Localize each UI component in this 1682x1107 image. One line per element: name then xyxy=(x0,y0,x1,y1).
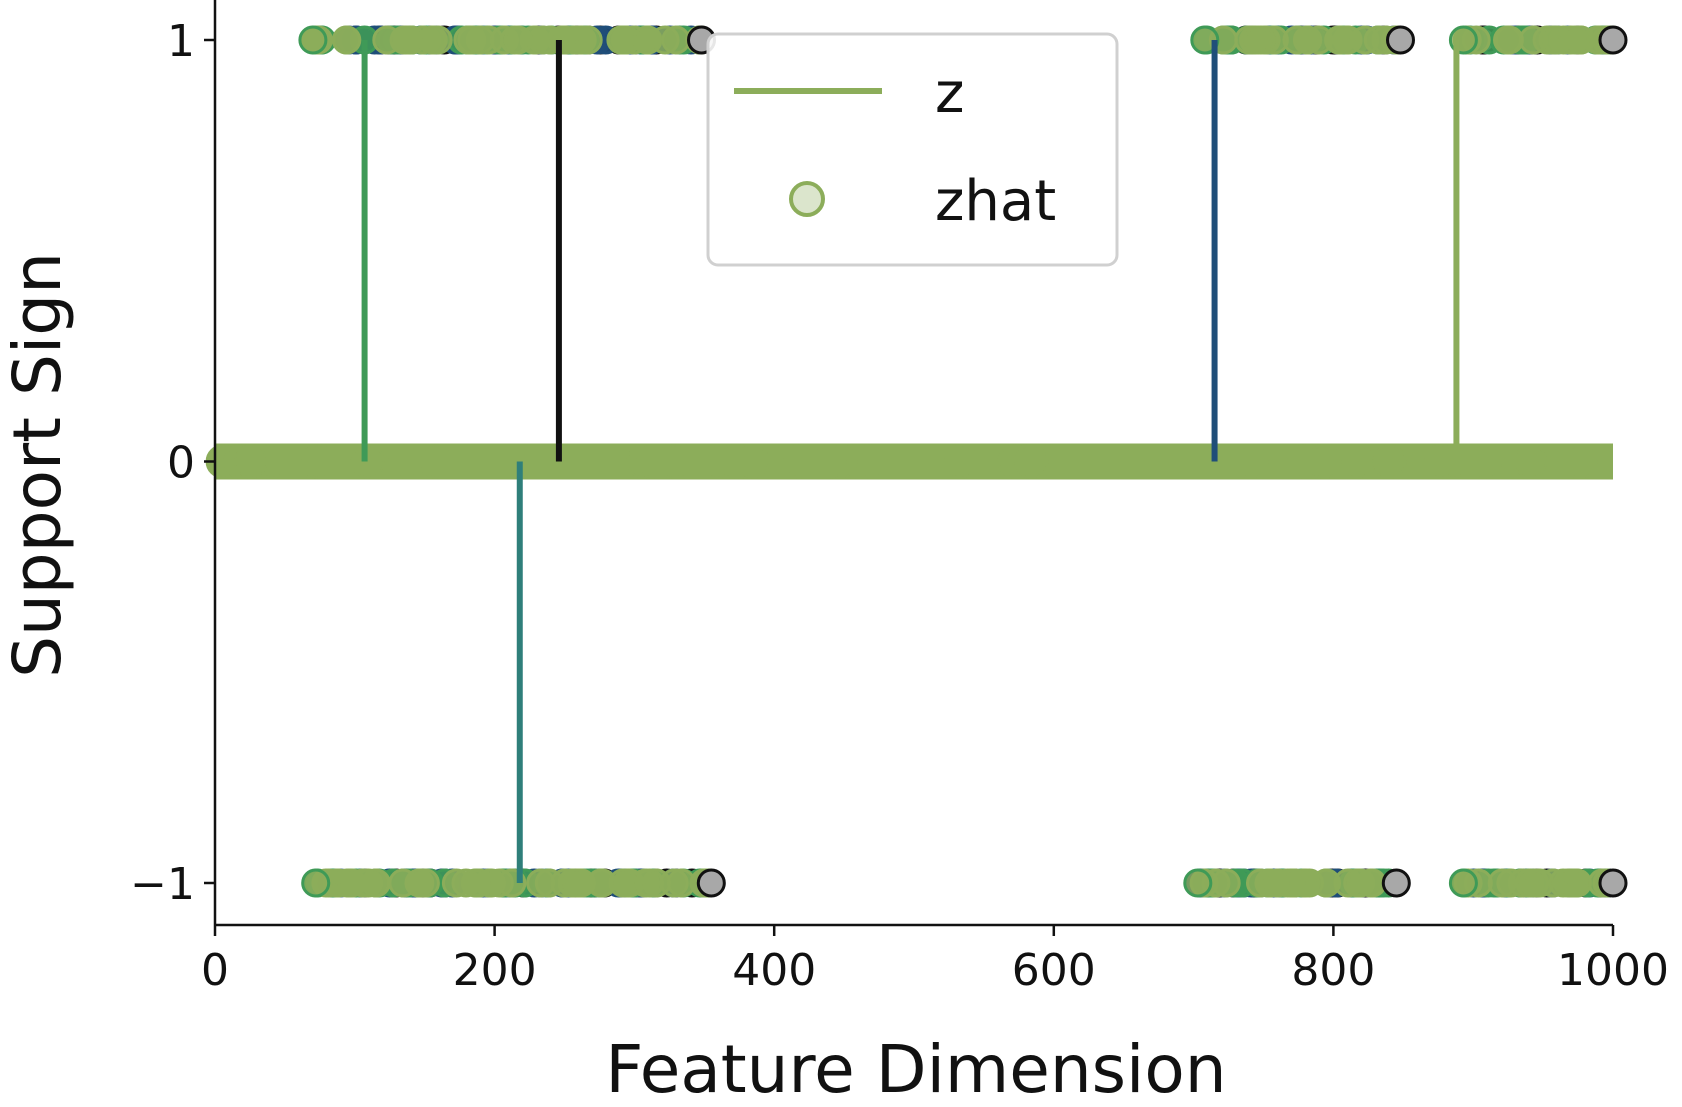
zhat-point xyxy=(301,444,336,479)
zhat-point xyxy=(1494,25,1524,55)
zhat-point xyxy=(587,868,617,898)
plot-area xyxy=(205,25,1628,898)
zhat-point xyxy=(418,444,453,479)
zhat-point xyxy=(642,868,671,898)
zhat-point xyxy=(1598,868,1628,898)
zhat-point xyxy=(562,868,592,898)
zhat-point xyxy=(1563,444,1598,479)
zhat-point xyxy=(1293,25,1323,55)
y-tick-label: 0 xyxy=(167,438,195,489)
zhat-point xyxy=(573,25,603,55)
zhat-point xyxy=(1234,444,1269,479)
zhat-point xyxy=(1448,868,1478,898)
zhat-point xyxy=(661,25,691,55)
zhat-point xyxy=(1386,25,1415,55)
zhat-point xyxy=(696,868,726,898)
zhat-point xyxy=(1190,25,1220,55)
zhat-point xyxy=(1346,868,1376,898)
zhat-point xyxy=(298,25,328,55)
zhat-point xyxy=(607,25,636,55)
zhat-point xyxy=(337,868,367,898)
zhat-point xyxy=(404,868,434,898)
zhat-point xyxy=(1183,868,1213,898)
zhat-point xyxy=(1307,444,1342,479)
y-tick-label: −1 xyxy=(130,859,195,910)
zhat-point xyxy=(699,444,734,479)
legend-zhat-label: zhat xyxy=(935,169,1056,234)
legend: z zhat xyxy=(706,32,1119,267)
zhat-point xyxy=(1324,25,1354,55)
zhat-point xyxy=(332,25,362,55)
y-axis-label: Support Sign xyxy=(0,252,76,678)
zhat-point xyxy=(301,868,331,898)
zhat-point xyxy=(1014,444,1049,479)
zhat-point xyxy=(1423,444,1458,479)
y-tick-label: 1 xyxy=(167,16,195,67)
zhat-point xyxy=(465,25,495,55)
zhat-point xyxy=(783,444,817,479)
zhat-point xyxy=(1532,25,1562,55)
zhat-point xyxy=(388,444,423,479)
zhat-point xyxy=(632,25,662,55)
x-tick-label: 400 xyxy=(732,945,816,996)
zhat-point xyxy=(1372,444,1407,479)
zhat-point xyxy=(1243,25,1273,55)
zhat-point xyxy=(1525,868,1555,898)
zhat-point xyxy=(350,444,385,479)
legend-zhat-marker-icon xyxy=(789,181,825,217)
x-tick-label: 800 xyxy=(1291,945,1375,996)
x-tick-label: 200 xyxy=(453,945,537,996)
zhat-point xyxy=(397,25,427,55)
x-tick-label: 1000 xyxy=(1557,945,1669,996)
zhat-point xyxy=(636,444,670,479)
zhat-point xyxy=(1381,868,1411,898)
zhat-point xyxy=(944,444,979,479)
zhat-point xyxy=(1211,868,1241,898)
zhat-point xyxy=(503,25,533,55)
zhat-point xyxy=(1470,444,1505,479)
zhat-point xyxy=(1598,25,1628,55)
zhat-point xyxy=(812,444,847,479)
x-tick-label: 600 xyxy=(1012,945,1096,996)
zhat-point xyxy=(1340,444,1375,479)
x-axis-label: Feature Dimension xyxy=(605,1031,1226,1107)
zhat-point xyxy=(234,444,268,479)
zhat-point xyxy=(526,868,556,898)
zhat-point xyxy=(1513,444,1548,479)
zhat-point xyxy=(853,444,888,479)
zhat-point xyxy=(549,25,579,55)
zhat-point xyxy=(1263,868,1293,898)
zhat-point xyxy=(464,868,494,898)
legend-z-label: z xyxy=(935,61,964,126)
zhat-point xyxy=(1487,868,1517,898)
x-tick-label: 0 xyxy=(201,945,229,996)
zhat-point xyxy=(1560,25,1590,55)
